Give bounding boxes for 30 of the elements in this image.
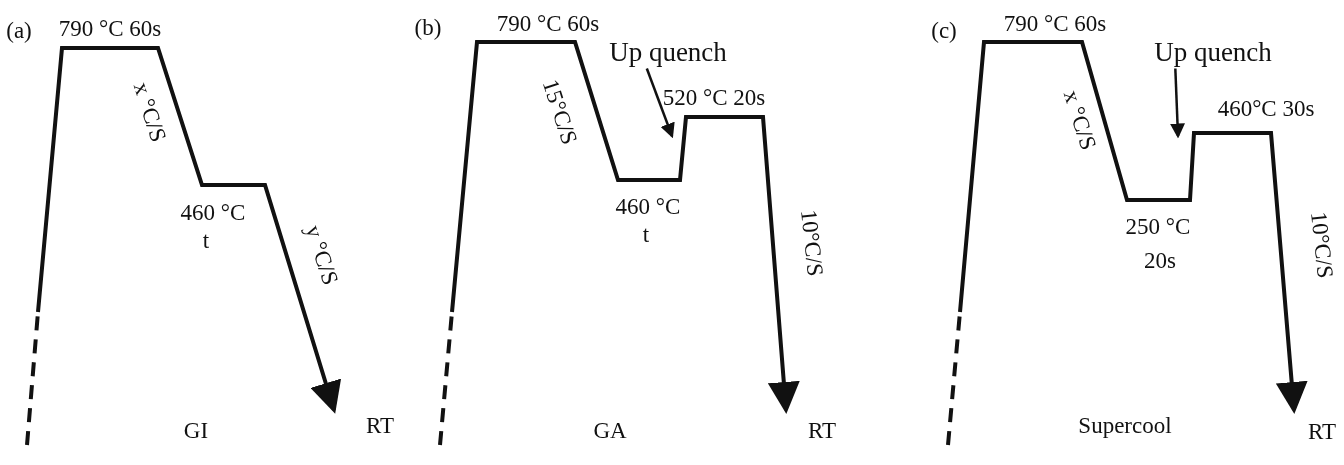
rate-label: 15°C/S	[538, 76, 582, 148]
rate-label: x °C/S	[129, 79, 171, 145]
temperature-label: 790 °C 60s	[496, 11, 600, 35]
time-label: t	[202, 228, 210, 252]
temperature-label: 460 °C	[615, 194, 681, 218]
temperature-label: 460°C 30s	[1217, 96, 1315, 120]
process-label: GI	[183, 418, 209, 442]
annotation-text: Up quench	[1154, 38, 1272, 66]
temperature-label: 460 °C	[180, 200, 246, 224]
rate-label: 10°C/S	[1307, 210, 1337, 280]
temperature-label: RT	[1308, 419, 1336, 443]
time-label: t	[642, 222, 650, 246]
rate-label: x °C/S	[1059, 87, 1101, 153]
leader-arrow	[645, 68, 675, 139]
temperature-label: 790 °C 60s	[58, 16, 162, 40]
temperature-label: RT	[808, 418, 836, 442]
temperature-label: 250 °C	[1125, 214, 1191, 238]
panel-label: (a)	[6, 18, 32, 42]
process-label: Supercool	[1078, 413, 1172, 437]
temperature-label: 790 °C 60s	[1003, 11, 1107, 35]
process-label: GA	[593, 418, 627, 442]
time-label: 20s	[1144, 248, 1176, 272]
temperature-label: 520 °C 20s	[662, 85, 766, 109]
panel-label: (c)	[931, 18, 957, 42]
panel-label: (b)	[414, 15, 442, 39]
rate-label: y °C/S	[301, 222, 343, 288]
leader-arrow	[1170, 68, 1185, 139]
rate-label: 10°C/S	[797, 208, 827, 278]
annotation-text: Up quench	[609, 38, 727, 66]
temperature-label: RT	[366, 413, 394, 437]
